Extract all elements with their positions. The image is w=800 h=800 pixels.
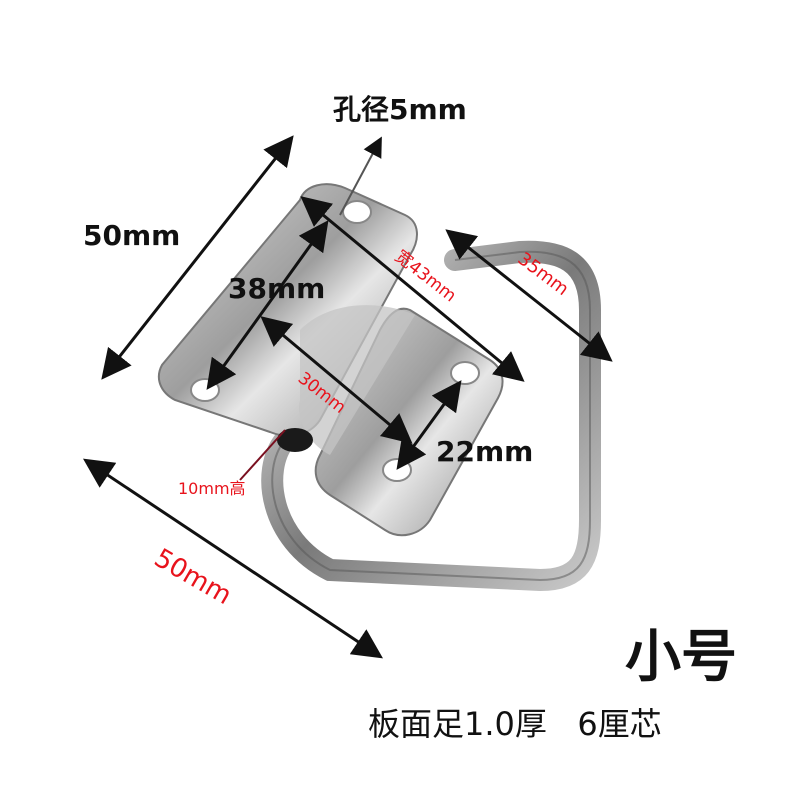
hole bbox=[450, 361, 480, 385]
hole bbox=[382, 458, 412, 482]
hole-spacing-short-label: 22mm bbox=[436, 435, 534, 468]
length-left-label: 50mm bbox=[83, 219, 181, 252]
hole bbox=[342, 200, 372, 224]
hole-spacing-long-label: 38mm bbox=[228, 272, 326, 305]
ring-height-label: 10mm高 bbox=[178, 479, 246, 498]
spec-line: 板面足1.0厚 6厘芯 bbox=[368, 705, 662, 743]
hole bbox=[190, 378, 220, 402]
size-title: 小号 bbox=[625, 625, 737, 690]
hole-diameter-label: 孔径5mm bbox=[333, 93, 467, 126]
